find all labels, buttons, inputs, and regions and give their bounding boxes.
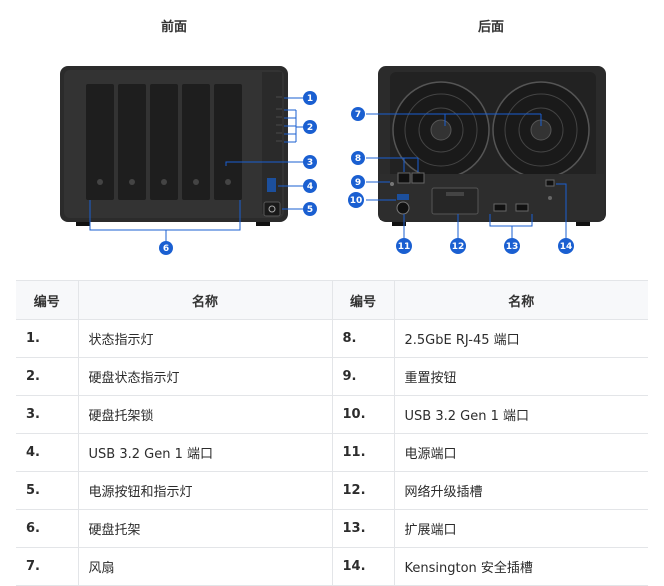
cell-number: 5. xyxy=(16,471,78,510)
callout-9: 9 xyxy=(351,175,365,189)
svg-text:1: 1 xyxy=(307,94,313,104)
cell-number: 7. xyxy=(16,547,78,586)
svg-text:11: 11 xyxy=(398,242,411,252)
svg-text:12: 12 xyxy=(452,242,465,252)
table-row: 4. USB 3.2 Gen 1 端口 11. 电源端口 xyxy=(16,433,648,472)
cell-name: Kensington 安全插槽 xyxy=(393,547,648,586)
svg-text:7: 7 xyxy=(355,110,361,120)
table-row: 6. 硬盘托架 13. 扩展端口 xyxy=(16,509,648,548)
svg-text:3: 3 xyxy=(307,158,313,168)
callout-1: 1 xyxy=(303,91,317,105)
drive-trays xyxy=(86,84,242,200)
cell-name: 2.5GbE RJ-45 端口 xyxy=(393,319,648,358)
cell-number: 8. xyxy=(331,319,394,358)
cell-name: USB 3.2 Gen 1 端口 xyxy=(77,433,332,472)
svg-text:2: 2 xyxy=(307,123,313,133)
cell-name: 硬盘托架 xyxy=(77,509,332,548)
table-row: 2. 硬盘状态指示灯 9. 重置按钮 xyxy=(16,357,648,396)
callout-6: 6 xyxy=(159,241,173,255)
callout-7: 7 xyxy=(351,107,365,121)
table-header-row: 编号 名称 编号 名称 xyxy=(16,280,648,320)
table-row: 7. 风扇 14. Kensington 安全插槽 xyxy=(16,547,648,586)
cell-number: 1. xyxy=(16,319,78,358)
cell-name: 重置按钮 xyxy=(393,357,648,396)
header-number-2: 编号 xyxy=(331,280,394,320)
table-row: 5. 电源按钮和指示灯 12. 网络升级插槽 xyxy=(16,471,648,510)
callout-2: 2 xyxy=(303,120,317,134)
cell-number: 2. xyxy=(16,357,78,396)
header-name-1: 名称 xyxy=(77,280,332,320)
svg-text:13: 13 xyxy=(506,242,519,252)
svg-text:4: 4 xyxy=(307,182,313,192)
callout-4: 4 xyxy=(303,179,317,193)
cell-name: 硬盘状态指示灯 xyxy=(77,357,332,396)
cell-name: 状态指示灯 xyxy=(77,319,332,358)
front-view-title: 前面 xyxy=(160,20,187,35)
callout-10: 10 xyxy=(348,192,364,208)
callout-badges: 1 2 3 4 5 6 7 8 9 10 11 12 13 14 xyxy=(159,91,574,255)
cell-name: 扩展端口 xyxy=(393,509,648,548)
cell-name: USB 3.2 Gen 1 端口 xyxy=(393,395,648,434)
callout-14: 14 xyxy=(558,238,574,254)
callout-12: 12 xyxy=(450,238,466,254)
cell-number: 13. xyxy=(331,509,394,548)
svg-text:10: 10 xyxy=(350,196,363,206)
hardware-diagram: 前面 后面 xyxy=(0,0,664,272)
back-device xyxy=(378,66,606,226)
cell-name: 电源按钮和指示灯 xyxy=(77,471,332,510)
cell-name: 硬盘托架锁 xyxy=(77,395,332,434)
svg-text:9: 9 xyxy=(355,178,361,188)
cell-number: 4. xyxy=(16,433,78,472)
device-illustration xyxy=(60,66,606,242)
svg-text:14: 14 xyxy=(560,242,573,252)
cell-number: 6. xyxy=(16,509,78,548)
callout-5: 5 xyxy=(303,202,317,216)
cell-name: 风扇 xyxy=(77,547,332,586)
cell-name: 网络升级插槽 xyxy=(393,471,648,510)
cell-number: 3. xyxy=(16,395,78,434)
cell-number: 12. xyxy=(331,471,394,510)
component-table: 编号 名称 编号 名称 1. 状态指示灯 8. 2.5GbE RJ-45 端口 … xyxy=(16,280,648,586)
cell-number: 10. xyxy=(331,395,394,434)
svg-text:8: 8 xyxy=(355,154,361,164)
callout-8: 8 xyxy=(351,151,365,165)
cell-number: 11. xyxy=(331,433,394,472)
cell-number: 14. xyxy=(331,547,394,586)
svg-text:5: 5 xyxy=(307,205,313,215)
header-name-2: 名称 xyxy=(393,280,648,320)
cell-name: 电源端口 xyxy=(393,433,648,472)
callout-11: 11 xyxy=(396,238,412,254)
back-view-title: 后面 xyxy=(477,20,504,35)
cell-number: 9. xyxy=(331,357,394,396)
table-row: 1. 状态指示灯 8. 2.5GbE RJ-45 端口 xyxy=(16,319,648,358)
header-number-1: 编号 xyxy=(16,280,78,320)
callout-13: 13 xyxy=(504,238,520,254)
table-row: 3. 硬盘托架锁 10. USB 3.2 Gen 1 端口 xyxy=(16,395,648,434)
callout-3: 3 xyxy=(303,155,317,169)
svg-text:6: 6 xyxy=(163,244,169,254)
front-device xyxy=(60,66,288,226)
